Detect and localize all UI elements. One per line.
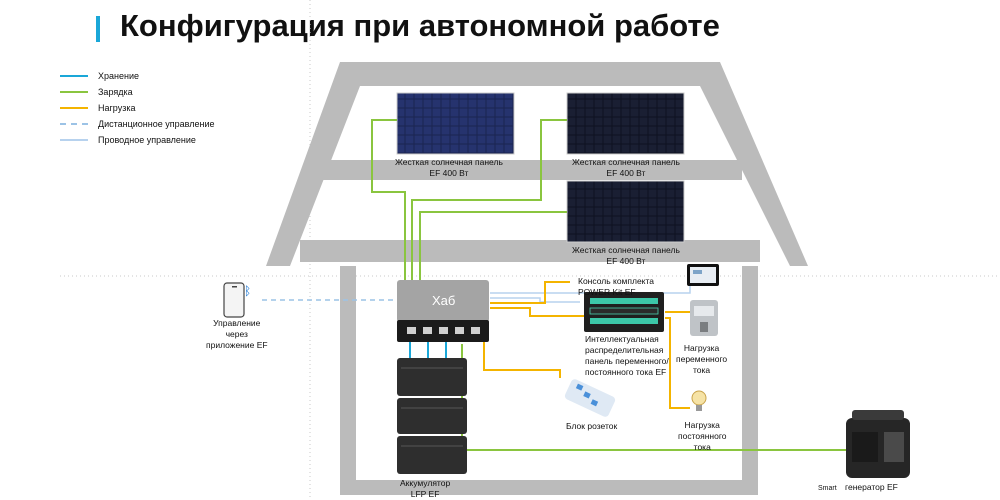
solar-panel-1 (396, 92, 515, 155)
house-outline (266, 62, 808, 495)
generator-label: Smart генератор EF (818, 482, 898, 494)
power-strip-device (564, 379, 616, 417)
console-line: Консоль комплекта (578, 276, 655, 286)
distribution-panel-line: панель переменного/ (585, 356, 669, 366)
legend-swatch-wired (60, 139, 88, 141)
legend-label: Проводное управление (98, 135, 196, 145)
app-control-line: приложение EF (206, 340, 268, 350)
console-label: Консоль комплекта POWER Kit EF (578, 276, 654, 298)
ac-load-line: Нагрузка (683, 343, 720, 353)
legend-item-charging: Зарядка (60, 84, 214, 100)
storage-lines (409, 340, 447, 360)
legend-label: Дистанционное управление (98, 119, 215, 129)
legend-swatch-load (60, 107, 88, 109)
solar-panel-3-label: Жесткая солнечная панель EF 400 Вт (572, 245, 680, 267)
legend-swatch-storage (60, 75, 88, 77)
distribution-panel-line: Интеллектуальная (585, 334, 659, 344)
dc-load-device (691, 390, 707, 411)
legend-item-remote: Дистанционное управление (60, 116, 214, 132)
battery-line: LFP EF (410, 489, 440, 499)
solar-panel-name: Жесткая солнечная панель (572, 245, 680, 255)
legend-label: Нагрузка (98, 103, 136, 113)
app-control-line: Управление (213, 318, 261, 328)
generator-device (846, 410, 910, 478)
legend-swatch-charging (60, 91, 88, 93)
bluetooth-icon: ᛒ (244, 284, 252, 298)
legend-swatch-remote (60, 123, 88, 125)
page-title: Конфигурация при автономной работе (120, 8, 720, 43)
legend: Хранение Зарядка Нагрузка Дистанционное … (60, 68, 214, 148)
distribution-panel-line: постоянного тока EF (585, 367, 667, 377)
solar-panel-3 (566, 180, 685, 243)
ac-load-device (690, 300, 718, 336)
solar-panel-name: Жесткая солнечная панель (572, 157, 680, 167)
legend-item-storage: Хранение (60, 68, 214, 84)
ac-load-label: Нагрузка переменного тока (676, 343, 727, 376)
console-line: POWER Kit EF (578, 287, 636, 297)
battery-stack (397, 358, 467, 474)
battery-line: Аккумулятор (400, 478, 451, 488)
generator-prefix: Smart (818, 485, 837, 492)
solar-panel-2-label: Жесткая солнечная панель EF 400 Вт (572, 157, 680, 179)
console-device (687, 264, 719, 286)
ac-load-line: переменного (676, 354, 728, 364)
solar-panel-power: EF 400 Вт (606, 256, 646, 266)
distribution-panel-device (584, 292, 664, 332)
legend-label: Зарядка (98, 87, 133, 97)
ac-load-line: тока (692, 365, 711, 375)
legend-label: Хранение (98, 71, 139, 81)
solar-panel-2 (566, 92, 685, 155)
dc-load-line: постоянного (678, 431, 727, 441)
smartphone-device (223, 282, 245, 318)
title-accent-bar (96, 16, 100, 42)
generator-name: генератор EF (845, 482, 898, 492)
power-strip-label: Блок розеток (566, 421, 618, 431)
dc-load-line: тока (693, 442, 711, 452)
hub-label: Хаб (432, 293, 456, 308)
hub-device (397, 280, 489, 342)
app-control-label: Управление через приложение EF (206, 318, 268, 351)
legend-item-load: Нагрузка (60, 100, 214, 116)
dc-load-label: Нагрузка постоянного тока (678, 420, 726, 453)
distribution-panel-line: распределительная (585, 345, 664, 355)
load-lines (483, 281, 690, 409)
legend-item-wired: Проводное управление (60, 132, 214, 148)
solar-panel-1-label: Жесткая солнечная панель EF 400 Вт (395, 157, 503, 179)
app-control-line: через (225, 329, 248, 339)
solar-panel-name: Жесткая солнечная панель (395, 157, 503, 167)
solar-panel-power: EF 400 Вт (429, 168, 469, 178)
dc-load-line: Нагрузка (684, 420, 720, 430)
solar-panel-power: EF 400 Вт (606, 168, 646, 178)
distribution-panel-label: Интеллектуальная распределительная панел… (585, 334, 669, 378)
battery-label: Аккумулятор LFP EF (400, 478, 450, 500)
